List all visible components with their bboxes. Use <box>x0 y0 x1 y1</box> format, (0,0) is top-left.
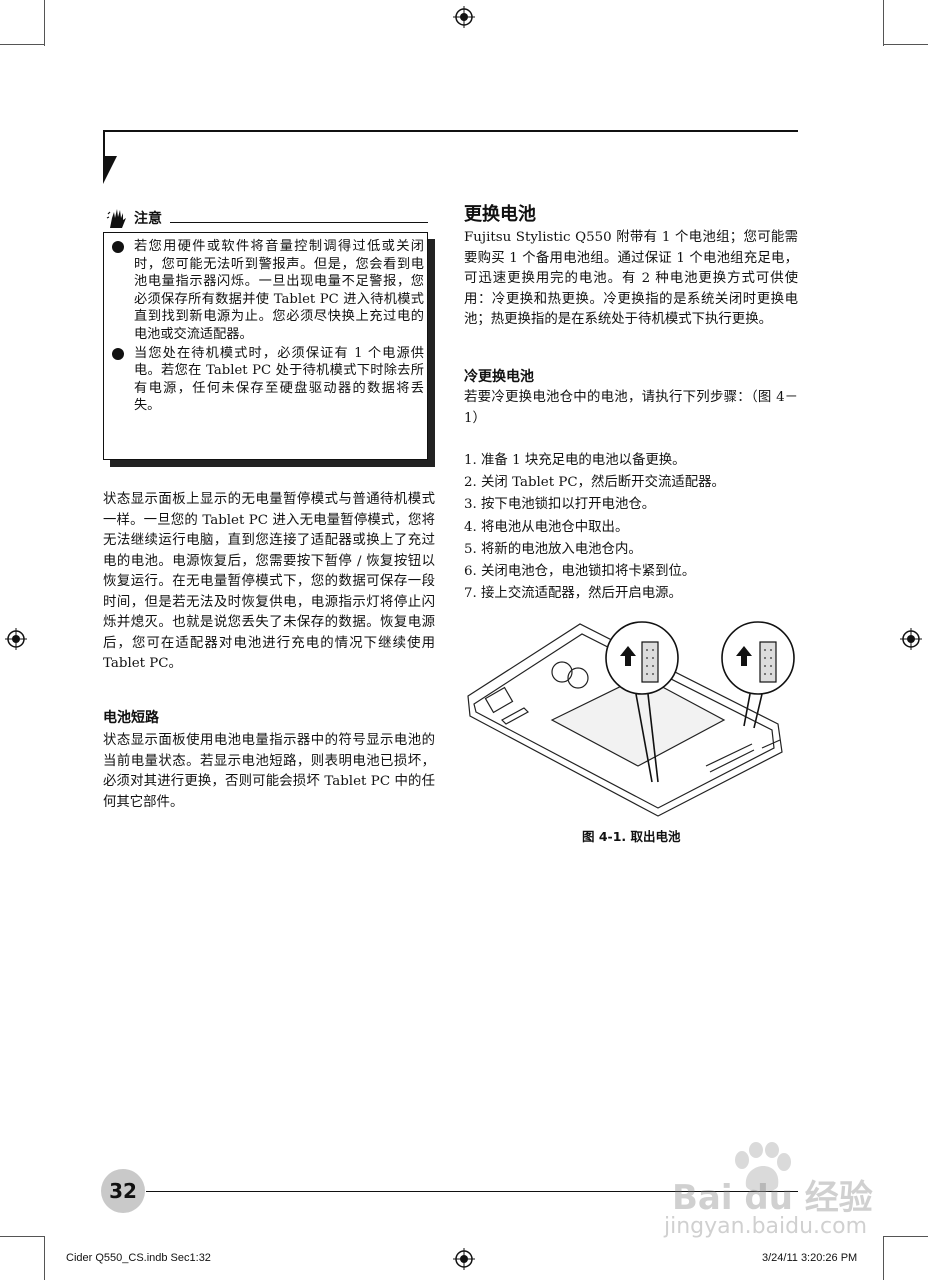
left-paragraph-1: 状态显示面板上显示的无电量暂停模式与普通待机模式一样。一旦您的 Tablet P… <box>103 492 435 671</box>
page-number: 32 <box>101 1169 145 1213</box>
replace-battery-heading: 更换电池 <box>464 204 536 225</box>
figure-caption: 图 4-1. 取出电池 <box>582 829 681 844</box>
caution-item: 若您用硬件或软件将音量控制调得过低或关闭时，您可能无法听到警报声。但是，您会看到… <box>112 238 424 344</box>
step-item: 5. 将新的电池放入电池仓内。 <box>464 541 642 557</box>
caution-title-rule <box>170 222 428 223</box>
chapter-tab <box>103 156 117 184</box>
footer-rule <box>146 1191 798 1192</box>
caution-header: 注意 <box>106 206 162 230</box>
caution-title: 注意 <box>134 211 162 227</box>
bullet-icon <box>112 347 124 360</box>
crop-mark <box>44 0 45 46</box>
registration-mark-icon <box>900 628 922 650</box>
caution-box <box>103 232 428 460</box>
crop-mark <box>883 0 884 46</box>
watermark-url: jingyan.baidu.com <box>664 1214 868 1239</box>
battery-removal-figure <box>467 621 795 817</box>
step-item: 7. 接上交流适配器，然后开启电源。 <box>464 586 682 602</box>
bullet-icon <box>112 241 124 253</box>
watermark-logo: Bai du 经验 <box>672 1178 873 1218</box>
cold-swap-heading: 冷更换电池 <box>464 369 534 385</box>
caution-item: 当您处在待机模式时，必须保证有 1 个电源供电。若您在 Tablet PC 处于… <box>112 345 424 415</box>
header-rule-vertical <box>103 130 105 156</box>
right-paragraph-2: 若要冷更换电池仓中的电池，请执行下列步骤：（图 4－1） <box>464 390 798 426</box>
print-slug-left: Cider Q550_CS.indb Sec1:32 <box>66 1252 211 1264</box>
header-rule <box>103 130 798 132</box>
step-item: 1. 准备 1 块充足电的电池以备更换。 <box>464 453 686 468</box>
step-item: 6. 关闭电池仓，电池锁扣将卡紧到位。 <box>464 564 696 580</box>
right-paragraph-1: Fujitsu Stylistic Q550 附带有 1 个电池组；您可能需要购… <box>464 230 798 327</box>
caution-item-text: 若您用硬件或软件将音量控制调得过低或关闭时，您可能无法听到警报声。但是，您会看到… <box>134 239 424 342</box>
step-item: 2. 关闭 Tablet PC，然后断开交流适配器。 <box>464 475 725 491</box>
tablet-illustration <box>467 623 783 817</box>
battery-short-heading: 电池短路 <box>103 710 159 726</box>
up-arrow-icon <box>620 646 752 666</box>
print-slug-right: 3/24/11 3:20:26 PM <box>762 1252 858 1264</box>
caution-item-text: 当您处在待机模式时，必须保证有 1 个电源供电。若您在 Tablet PC 处于… <box>134 345 424 414</box>
caution-hand-icon <box>106 209 126 228</box>
watermark-paw-icon <box>735 1142 791 1192</box>
left-paragraph-2: 状态显示面板使用电池电量指示器中的符号显示电池的当前电量状态。若显示电池短路，则… <box>103 733 435 810</box>
step-item: 3. 按下电池锁扣以打开电池仓。 <box>464 497 656 513</box>
crop-mark <box>0 1236 44 1237</box>
registration-mark-icon <box>5 628 27 650</box>
crop-mark <box>0 44 44 45</box>
crop-mark <box>884 44 928 45</box>
registration-mark-icon <box>453 6 475 28</box>
battery-latch-icon <box>641 641 777 683</box>
crop-mark <box>44 1236 45 1280</box>
crop-mark <box>884 1236 928 1237</box>
callout-right <box>721 621 795 729</box>
steps-list: 1. 准备 1 块充足电的电池以备更换。 2. 关闭 Tablet PC，然后断… <box>464 450 725 605</box>
crop-mark <box>883 1236 884 1280</box>
step-item: 4. 将电池从电池仓中取出。 <box>464 519 629 535</box>
registration-mark-icon <box>453 1248 475 1270</box>
caution-list: 若您用硬件或软件将音量控制调得过低或关闭时，您可能无法听到警报声。但是，您会看到… <box>112 238 424 416</box>
